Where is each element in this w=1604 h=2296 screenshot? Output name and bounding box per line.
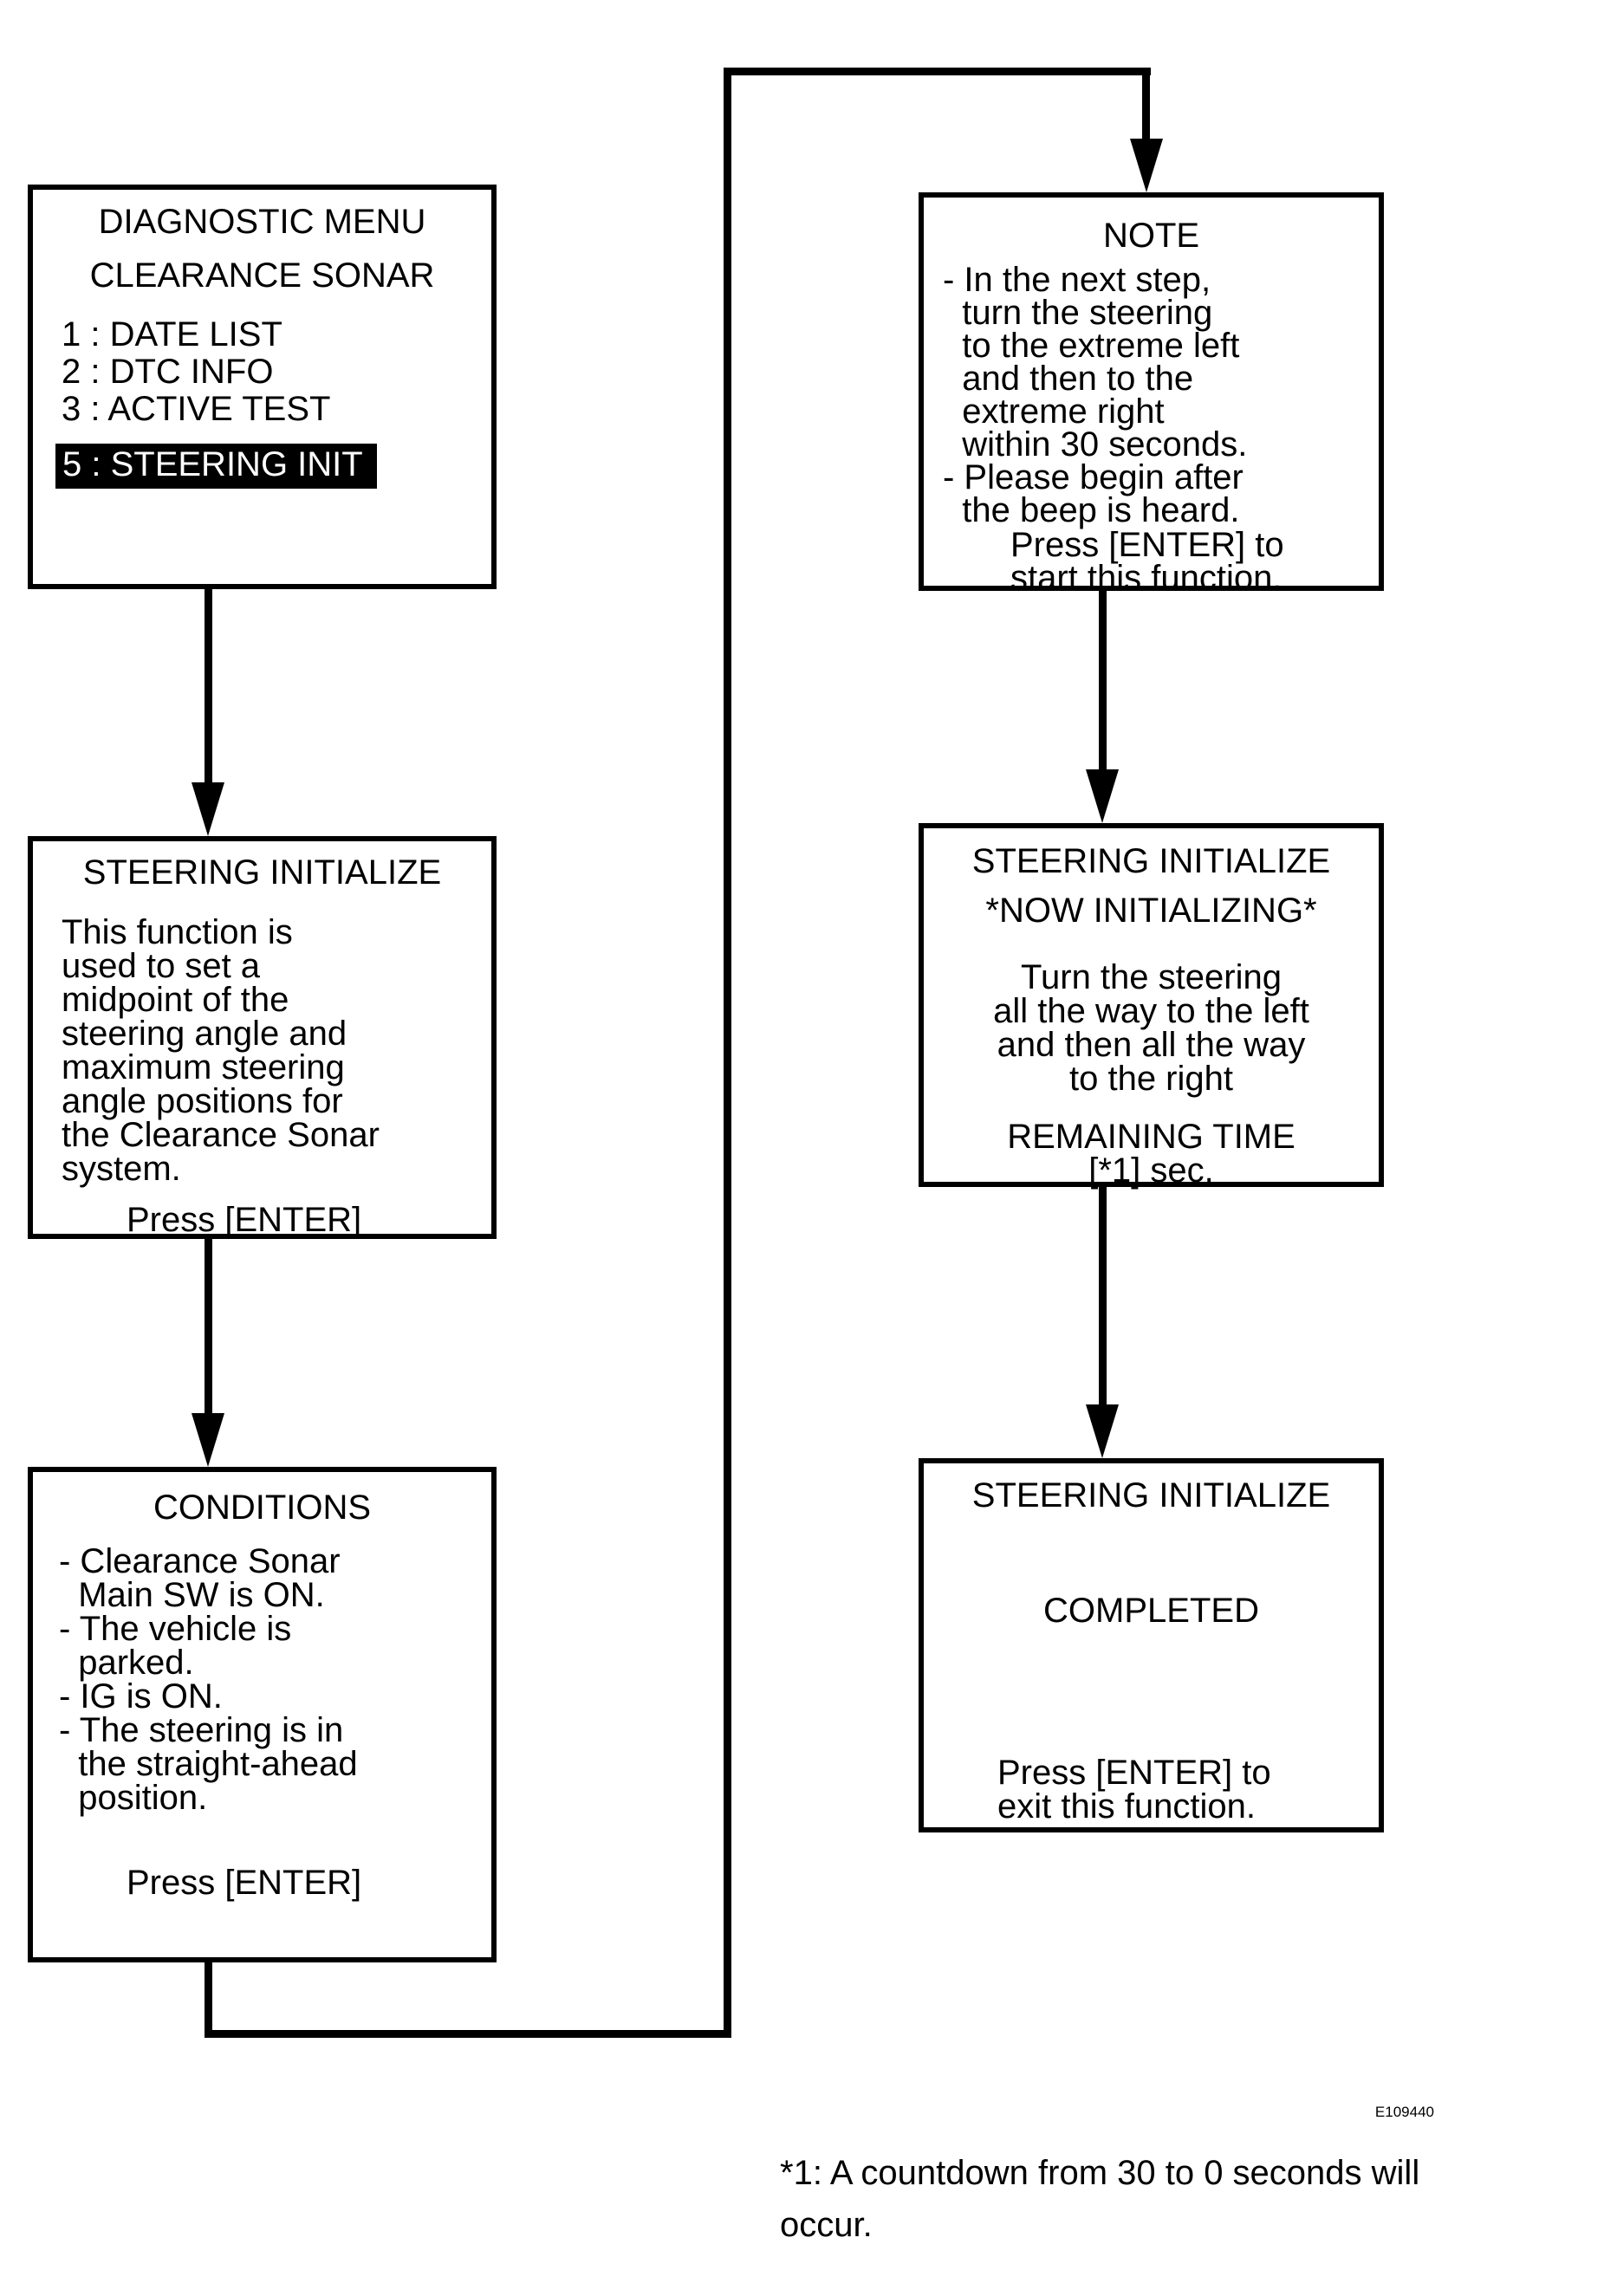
text-line: 1 : DATE LIST	[62, 315, 282, 353]
text-line: - Clearance Sonar	[59, 1542, 341, 1580]
text-line: This function is	[62, 913, 293, 951]
connector-now-to-completed	[1099, 1185, 1107, 1411]
text-line: exit this function.	[997, 1787, 1256, 1826]
remaining-time-value: [*1] sec.	[1088, 1151, 1214, 1190]
arrowhead-note-to-now	[1086, 769, 1119, 823]
arrowhead-menu-to-init	[192, 782, 224, 836]
text-line: to the extreme left	[943, 327, 1240, 365]
text-line: - IG is ON.	[59, 1677, 223, 1716]
text-line: 2 : DTC INFO	[62, 353, 274, 391]
conditions-title: CONDITIONS	[153, 1489, 372, 1527]
text-line: system.	[62, 1150, 181, 1188]
text-line: steering angle and	[62, 1015, 347, 1053]
now-initializing-status: *NOW INITIALIZING*	[985, 892, 1317, 930]
connector-top-horizontal	[724, 68, 1151, 75]
note-title: NOTE	[1102, 217, 1200, 255]
box-note: NOTE - In the next step, turn the steeri…	[919, 192, 1384, 597]
diagnostic-menu-subtitle: CLEARANCE SONAR	[89, 256, 435, 295]
note-bullets: - In the next step, turn the steering to…	[943, 261, 1248, 529]
text-line: to the right	[1068, 1060, 1233, 1098]
text-line: Press [ENTER] to	[1010, 526, 1284, 564]
text-line: *1: A countdown from 30 to 0 seconds wil…	[780, 2154, 1420, 2192]
connector-note-entry	[1142, 68, 1150, 144]
completed-title: STEERING INITIALIZE	[971, 1476, 1331, 1514]
text-line: - In the next step,	[943, 261, 1211, 299]
text-line: used to set a	[62, 947, 261, 985]
text-line: maximum steering	[62, 1048, 345, 1086]
text-line: Turn the steering	[1021, 958, 1282, 996]
text-line: start this function.	[1010, 559, 1283, 597]
text-line: extreme right	[943, 392, 1165, 431]
box-diagnostic-menu: DIAGNOSTIC MENU CLEARANCE SONAR 1 : DATE…	[28, 185, 497, 589]
text-line: - The vehicle is	[59, 1610, 292, 1648]
text-line: Press [ENTER] to	[997, 1754, 1271, 1792]
arrowhead-into-note	[1130, 139, 1163, 192]
connector-init-to-conditions	[205, 1237, 212, 1419]
connector-conditions-drop	[205, 1961, 212, 2038]
connector-menu-to-init	[205, 587, 212, 787]
remaining-time-label: REMAINING TIME	[1007, 1118, 1296, 1156]
text-line: turn the steering	[943, 294, 1213, 332]
conditions-bullets: - Clearance Sonar Main SW is ON.- The ve…	[59, 1542, 358, 1817]
text-line: the straight-ahead	[59, 1745, 358, 1783]
steering-initialize-info-title: STEERING INITIALIZE	[82, 853, 442, 892]
steering-initialize-info-action: Press [ENTER]	[127, 1201, 362, 1239]
text-line: occur.	[780, 2206, 873, 2244]
text-line: angle positions for	[62, 1082, 343, 1120]
text-line: - Please begin after	[943, 458, 1244, 496]
text-line: and then to the	[943, 360, 1194, 398]
conditions-action: Press [ENTER]	[127, 1864, 362, 1902]
now-initializing-title: STEERING INITIALIZE	[971, 842, 1331, 880]
completed-status: COMPLETED	[1043, 1592, 1259, 1630]
text-line: within 30 seconds.	[943, 425, 1248, 464]
text-line: 3 : ACTIVE TEST	[62, 390, 331, 428]
connector-note-to-now	[1099, 589, 1107, 775]
arrowhead-now-to-completed	[1086, 1404, 1119, 1458]
diagnostic-menu-title: DIAGNOSTIC MENU	[98, 203, 426, 241]
arrowhead-init-to-conditions	[192, 1413, 224, 1467]
text-line: parked.	[59, 1644, 194, 1682]
text-line: and then all the way	[997, 1026, 1306, 1064]
connector-bottom-horizontal	[205, 2030, 731, 2038]
box-now-initializing: STEERING INITIALIZE *NOW INITIALIZING* T…	[919, 823, 1384, 1190]
text-line: all the way to the left	[993, 992, 1309, 1030]
text-line: midpoint of the	[62, 981, 289, 1019]
text-line: position.	[59, 1779, 208, 1817]
connector-middle-riser	[724, 68, 731, 2038]
footnote: *1: A countdown from 30 to 0 seconds wil…	[780, 2147, 1419, 2251]
text-line: the beep is heard.	[943, 491, 1240, 529]
text-line: - The steering is in	[59, 1711, 344, 1749]
text-line: the Clearance Sonar	[62, 1116, 380, 1154]
selected-menu-item: 5 : STEERING INIT	[55, 444, 377, 489]
box-completed: STEERING INITIALIZE COMPLETED Press [ENT…	[919, 1458, 1384, 1832]
figure-code: E109440	[1374, 2104, 1434, 2120]
text-line: Main SW is ON.	[59, 1576, 325, 1614]
box-conditions: CONDITIONS - Clearance Sonar Main SW is …	[28, 1467, 497, 1962]
